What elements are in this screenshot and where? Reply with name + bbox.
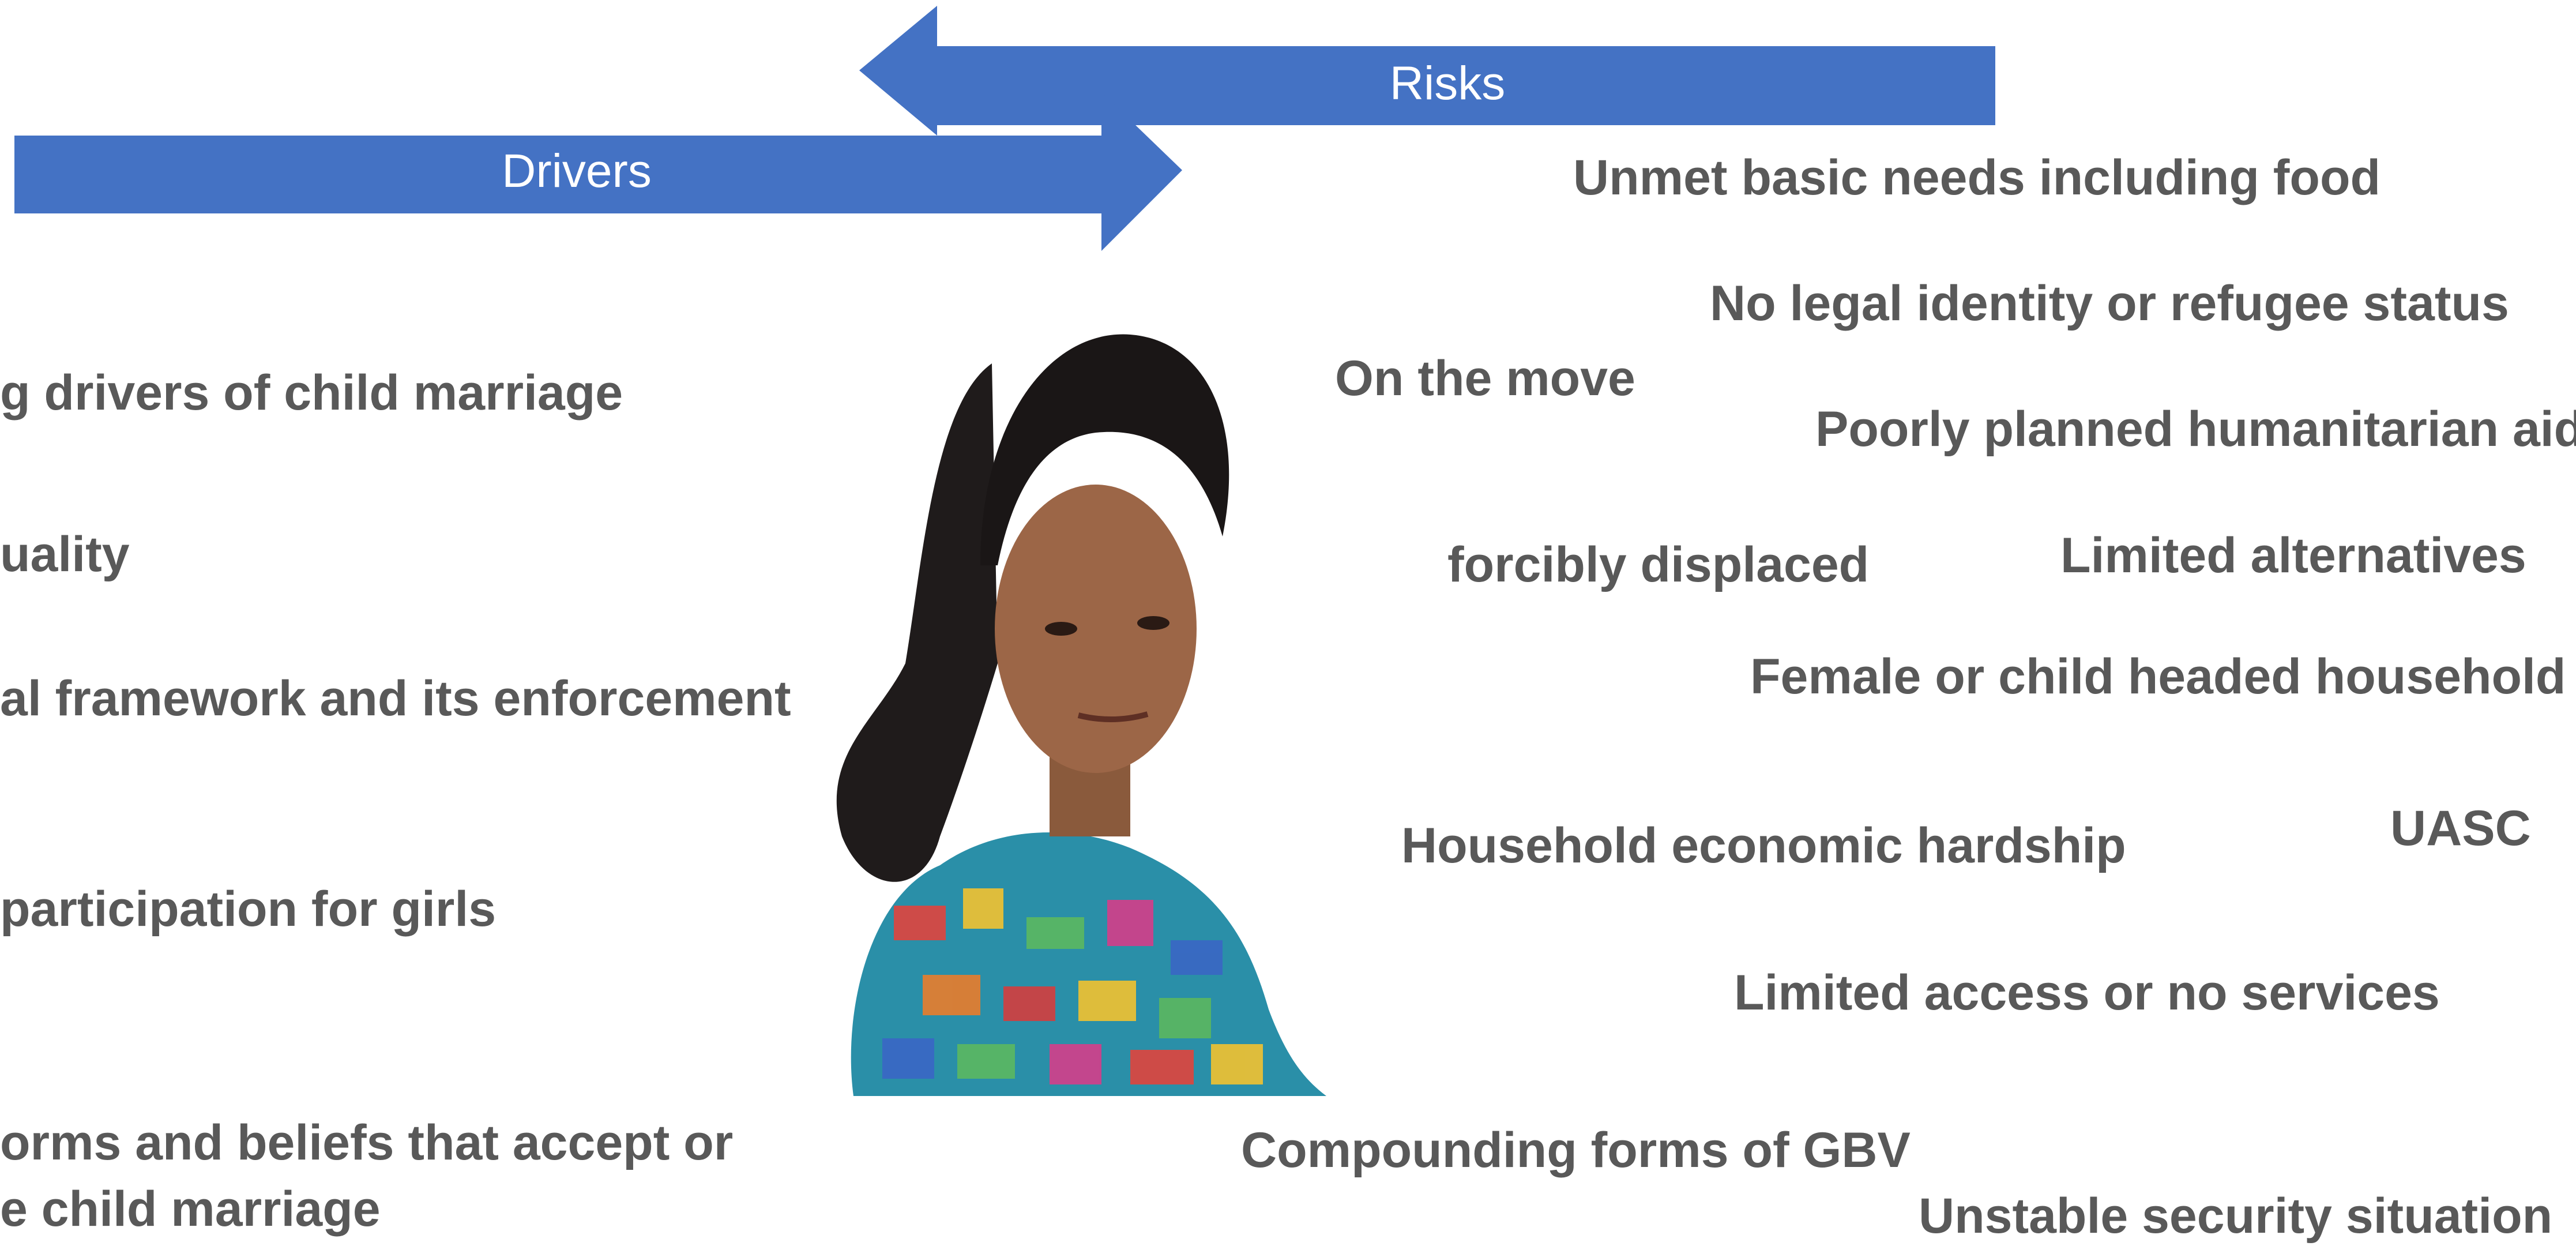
drivers-arrow-label: Drivers (502, 145, 652, 197)
risk-uasc: UASC (2390, 801, 2531, 856)
risk-unstable-security: Unstable security situation (1919, 1188, 2553, 1244)
risks-arrow-shape (859, 6, 1995, 136)
driver-item-5-line2: e child marriage (0, 1181, 381, 1237)
risks-arrow (859, 6, 2013, 138)
risk-forcibly-displaced: forcibly displaced (1447, 537, 1870, 592)
risks-arrow-label: Risks (1389, 57, 1506, 110)
risk-limited-alternatives: Limited alternatives (2060, 528, 2526, 583)
risk-no-legal-identity: No legal identity or refugee status (1710, 276, 2509, 331)
risk-limited-access: Limited access or no services (1734, 965, 2440, 1020)
risk-on-the-move: On the move (1335, 351, 1635, 406)
driver-item-3: al framework and its enforcement (0, 671, 791, 726)
risk-household-economic-hardship: Household economic hardship (1401, 818, 2126, 873)
risk-female-child-headed: Female or child headed household (1750, 649, 2566, 704)
risk-poorly-planned-aid: Poorly planned humanitarian aid (1815, 401, 2576, 457)
risk-unmet-basic-needs: Unmet basic needs including food (1573, 150, 2381, 205)
risk-compounding-gbv: Compounding forms of GBV (1241, 1123, 1911, 1178)
drivers-arrow (12, 92, 1188, 254)
driver-item-4: participation for girls (0, 881, 497, 937)
driver-item-2: uality (0, 527, 130, 582)
drivers-arrow-shape (14, 92, 1182, 251)
driver-item-5-line1: orms and beliefs that accept or (0, 1115, 734, 1170)
woman-photo (807, 317, 1384, 1102)
driver-item-1: g drivers of child marriage (0, 365, 623, 421)
woman-portrait-icon (836, 334, 1326, 1096)
